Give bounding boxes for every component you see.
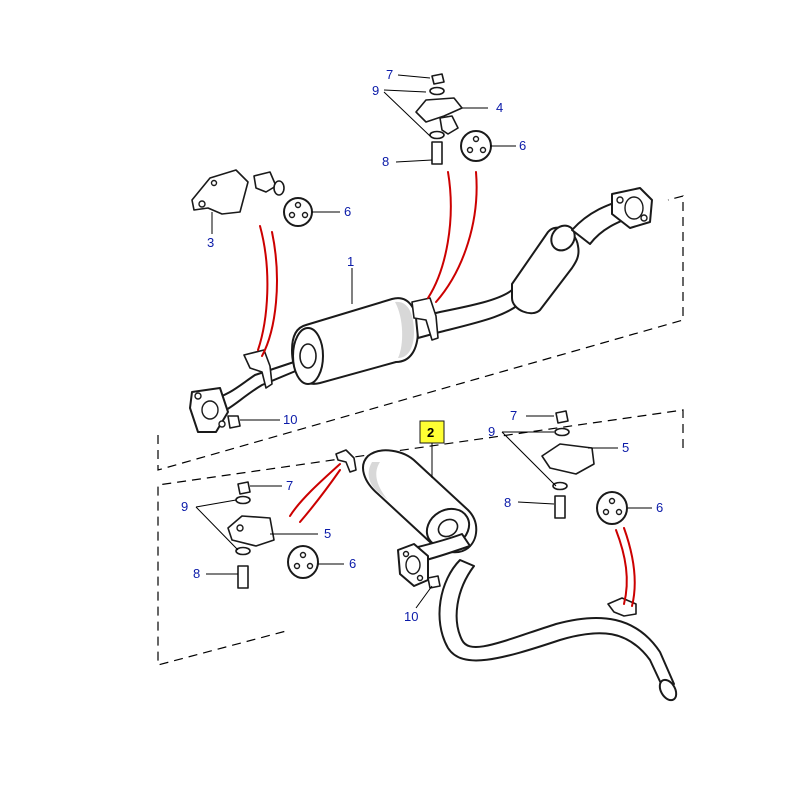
callout-washer-left: 9 (181, 499, 188, 514)
callout-rear-silencer: 2 (427, 425, 434, 440)
callout-nut: 7 (386, 67, 393, 82)
front-assembly: 1 3 4 7 9 8 6 6 10 (157, 67, 684, 471)
front-flange (189, 387, 229, 433)
link-right-mount-a (615, 529, 628, 605)
callout-mount-top: 6 (519, 138, 526, 153)
rear-inlet-flange (397, 543, 429, 587)
front-resonator (511, 224, 580, 315)
link-left-bracket-b (299, 469, 341, 523)
link-bracket3-to-hanger (257, 225, 269, 351)
downpipe-flange (611, 187, 653, 229)
rear-mount-left (287, 545, 319, 579)
rear-silencer-hanger (335, 449, 357, 473)
callout-washer: 9 (372, 83, 379, 98)
top-hardware-stack (415, 73, 463, 165)
callout-bracket-top: 4 (496, 100, 503, 115)
intermediate-pipe-hanger (411, 297, 439, 341)
bracket-3 (191, 169, 285, 215)
callout-bracket-right: 5 (622, 440, 629, 455)
callout-bolt-right: 8 (504, 495, 511, 510)
center-silencer (291, 297, 419, 385)
callout-mount-left-rear: 6 (349, 556, 356, 571)
rubber-mount-left (283, 197, 313, 227)
callout-bracket-left: 5 (324, 526, 331, 541)
rear-silencer (362, 449, 478, 554)
front-assembly-frame (157, 195, 684, 471)
link-mount-to-hanger (261, 231, 278, 357)
callout-mount-right-rear: 6 (656, 500, 663, 515)
front-pipe-hanger (243, 349, 273, 389)
link-top-to-hanger-a (427, 171, 452, 299)
tailpipe (438, 559, 675, 691)
rear-assembly: 2 7 9 8 5 6 10 7 9 8 5 6 (157, 408, 684, 702)
callout-nut-right: 7 (510, 408, 517, 423)
rear-flange-nut (427, 575, 441, 589)
tailpipe-hanger (607, 597, 637, 617)
rear-mount-right (596, 491, 628, 525)
callout-flange-nut: 10 (283, 412, 297, 427)
callout-flange-nut-rear: 10 (404, 609, 418, 624)
callout-mount-left: 6 (344, 204, 351, 219)
callout-silencer: 1 (347, 254, 354, 269)
rear-left-hardware (227, 481, 275, 589)
tailpipe-outlet (658, 678, 678, 702)
callout-washer-right: 9 (488, 424, 495, 439)
link-left-bracket-a (289, 463, 341, 517)
callout-bolt: 8 (382, 154, 389, 169)
rubber-mount-top (460, 130, 492, 162)
rear-right-hardware (541, 410, 595, 519)
front-flange-nut (227, 415, 241, 429)
callout-bolt-left: 8 (193, 566, 200, 581)
link-top-to-hanger-b (435, 171, 478, 303)
callout-nut-left: 7 (286, 478, 293, 493)
callout-bracket: 3 (207, 235, 214, 250)
link-right-mount-b (623, 527, 636, 607)
